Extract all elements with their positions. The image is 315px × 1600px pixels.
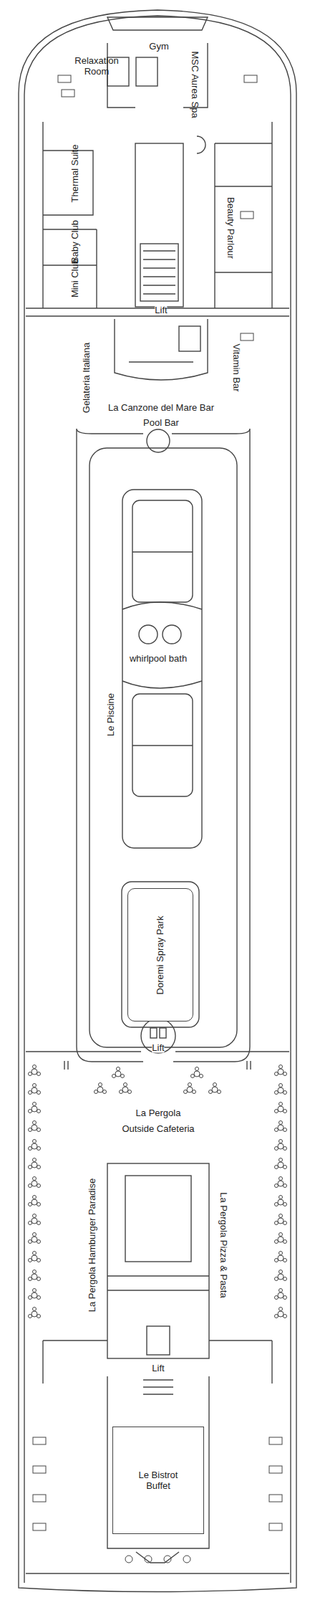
area-label: La Pergola	[136, 1106, 182, 1117]
table-symbol	[274, 1231, 288, 1243]
table-symbol	[28, 1194, 41, 1205]
spray-park-area: Doremi Spray Park	[127, 887, 194, 1021]
table-symbol	[274, 1156, 288, 1168]
area-label: Outside Cafeteria	[121, 1121, 195, 1133]
area-label: whirlpool bath	[129, 652, 187, 663]
table-symbol	[28, 1287, 41, 1298]
table-symbol	[183, 1081, 197, 1093]
table-symbol	[112, 1065, 125, 1077]
lounger-symbol	[61, 89, 75, 97]
table-symbol	[274, 1287, 288, 1298]
table-symbol	[274, 1268, 288, 1280]
lounger-symbol	[269, 1464, 283, 1472]
lounger-symbol	[32, 1492, 46, 1500]
area-label: Thermal Suite	[69, 144, 81, 203]
table-symbol	[144, 1553, 152, 1561]
area-label: Lift	[151, 1360, 164, 1372]
table-symbol	[163, 1553, 172, 1561]
lounger-symbol	[240, 332, 254, 341]
table-symbol	[28, 1082, 41, 1094]
area-label: Le Piscine	[105, 692, 116, 736]
table-symbol	[209, 1081, 222, 1093]
table-symbol	[28, 1305, 41, 1317]
lounger-symbol	[244, 75, 258, 83]
area-label: La Canzone del Mare Bar	[108, 401, 215, 413]
table-symbol	[28, 1101, 41, 1112]
lounger-symbol	[269, 1435, 283, 1443]
lounger-symbol	[269, 1521, 283, 1529]
table-symbol	[28, 1138, 41, 1150]
area-label: Lift	[151, 1040, 164, 1052]
table-symbol	[28, 1175, 41, 1187]
lounger-symbol	[32, 1464, 46, 1472]
area-label: La Pergola Pizza & Pasta	[218, 1190, 230, 1296]
buffet-area: Le Bistrot Buffet	[112, 1424, 205, 1533]
table-symbol	[274, 1249, 288, 1261]
table-symbol	[274, 1138, 288, 1150]
table-symbol	[125, 1553, 133, 1561]
table-symbol	[274, 1082, 288, 1094]
lounger-symbol	[269, 1492, 283, 1500]
table-symbol	[183, 1553, 191, 1561]
table-symbol	[28, 1231, 41, 1243]
area-label: Vitamin Bar	[231, 343, 242, 392]
area-label: Mini Club	[69, 258, 81, 298]
table-symbol	[274, 1194, 288, 1205]
area-name: Doremi Spray Park	[155, 914, 167, 993]
area-label: MSC Aurea Spa	[189, 50, 201, 118]
table-symbol	[191, 1065, 204, 1077]
area-label: Pool Bar	[143, 416, 179, 428]
table-symbol	[28, 1249, 41, 1261]
lounger-symbol	[32, 1521, 46, 1529]
area-label: Relaxation Room	[64, 55, 129, 77]
area-label: Gelateria Italiana	[80, 342, 92, 413]
table-symbol	[28, 1063, 41, 1075]
table-symbol	[28, 1119, 41, 1131]
table-symbol	[119, 1081, 132, 1093]
table-symbol	[274, 1101, 288, 1112]
table-symbol	[274, 1175, 288, 1187]
area-name: Le Bistrot Buffet	[133, 1467, 184, 1490]
area-label: Gym	[148, 40, 169, 52]
lounger-symbol	[240, 211, 254, 219]
area-label: Lift	[154, 304, 167, 315]
area-label: Baby Club	[69, 219, 81, 263]
table-symbol	[274, 1063, 288, 1075]
table-symbol	[94, 1081, 107, 1093]
table-symbol	[274, 1212, 288, 1224]
table-symbol	[274, 1119, 288, 1131]
table-symbol	[274, 1305, 288, 1317]
area-label: Beauty Parlour	[225, 196, 237, 259]
table-symbol	[28, 1268, 41, 1280]
table-symbol	[28, 1212, 41, 1224]
table-symbol	[28, 1156, 41, 1168]
lounger-symbol	[57, 75, 71, 83]
lounger-symbol	[32, 1435, 46, 1443]
area-label: La Pergola Hamburger Paradise	[86, 1176, 98, 1311]
